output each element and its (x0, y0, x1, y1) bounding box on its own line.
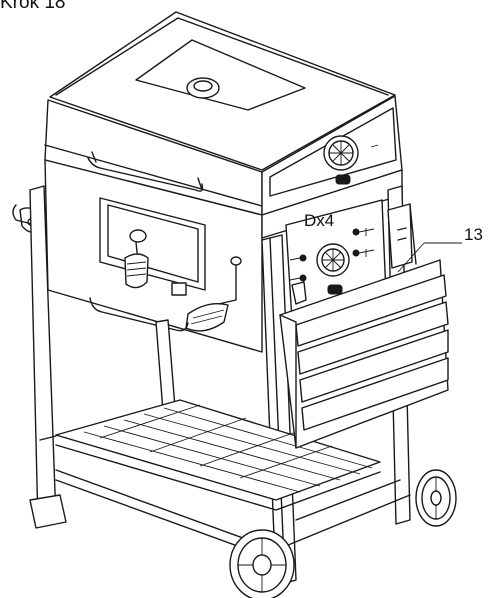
bottom-shelf (55, 399, 381, 511)
lid-vent (186, 77, 220, 99)
part-number-callout: 13 (464, 225, 483, 244)
lid-handle (87, 151, 204, 192)
front-wheel (229, 529, 295, 598)
firebox (44, 159, 403, 353)
step-title: Krok 18 (0, 0, 66, 13)
left-rear-leg (29, 185, 67, 529)
screws-dx4 (289, 228, 375, 282)
front-handle (89, 297, 189, 332)
lid-thermometer (323, 135, 379, 185)
crank-handle (185, 256, 242, 332)
side-shelf-part-13 (279, 204, 449, 449)
rear-wheel (415, 469, 457, 527)
air-vent-handle (124, 229, 149, 289)
callout-leader-13 (397, 242, 462, 273)
screws-callout: Dx4 (304, 211, 334, 230)
